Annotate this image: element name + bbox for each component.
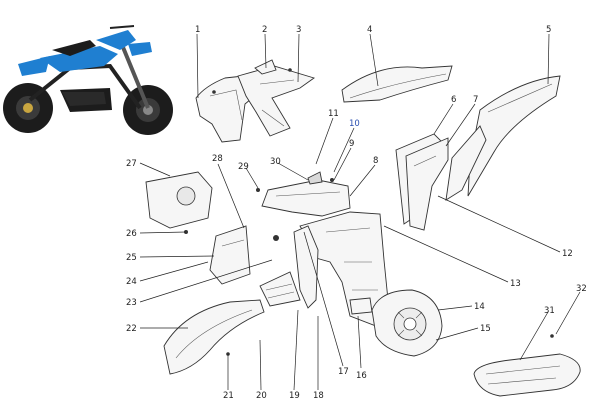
- callout-16: 16: [356, 371, 367, 381]
- callout-13: 13: [510, 279, 521, 289]
- callout-27: 27: [126, 159, 137, 169]
- callout-32: 32: [576, 284, 587, 294]
- callout-24: 24: [126, 277, 137, 287]
- callout-25: 25: [126, 253, 137, 263]
- leader-lines: [139, 33, 581, 391]
- callout-14: 14: [474, 302, 485, 312]
- callout-4: 4: [367, 25, 372, 35]
- callout-18: 18: [313, 391, 324, 401]
- callout-8: 8: [373, 156, 378, 166]
- part-front-fairing: [195, 59, 316, 143]
- callout-2: 2: [262, 25, 267, 35]
- part-seat: [341, 65, 453, 103]
- part-upper-bracket: [261, 171, 351, 217]
- callout-7: 7: [473, 95, 478, 105]
- part-rear-fender: [445, 75, 561, 201]
- callout-12: 12: [562, 249, 573, 259]
- callout-5: 5: [546, 25, 551, 35]
- part-front-fender: [163, 299, 265, 375]
- callout-30: 30: [270, 157, 281, 167]
- callout-21: 21: [223, 391, 234, 401]
- callout-15: 15: [480, 324, 491, 334]
- callout-29: 29: [238, 162, 249, 172]
- callout-11: 11: [328, 109, 339, 119]
- callout-20: 20: [256, 391, 267, 401]
- callout-28: 28: [212, 154, 223, 164]
- callout-23: 23: [126, 298, 137, 308]
- dirt-bike-photo: [3, 25, 173, 135]
- callout-19: 19: [289, 391, 300, 401]
- callout-9: 9: [349, 139, 354, 149]
- callout-3: 3: [296, 25, 301, 35]
- callout-1: 1: [195, 25, 200, 35]
- callout-numbers: 1 2 3 4 5 6 7 8 9 10 11 12 13 14 15 16 1…: [126, 25, 587, 401]
- part-chain-guard: [473, 334, 581, 397]
- part-left-side-plates: [145, 171, 301, 307]
- callout-22: 22: [126, 324, 137, 334]
- part-sprocket-cover: [371, 289, 443, 357]
- callout-6: 6: [451, 95, 456, 105]
- callout-17: 17: [338, 367, 349, 377]
- part-side-panels: [395, 133, 449, 231]
- callout-10: 10: [349, 119, 360, 129]
- callout-26: 26: [126, 229, 137, 239]
- part-main-frame-cover: [293, 211, 389, 327]
- callout-31: 31: [544, 306, 555, 316]
